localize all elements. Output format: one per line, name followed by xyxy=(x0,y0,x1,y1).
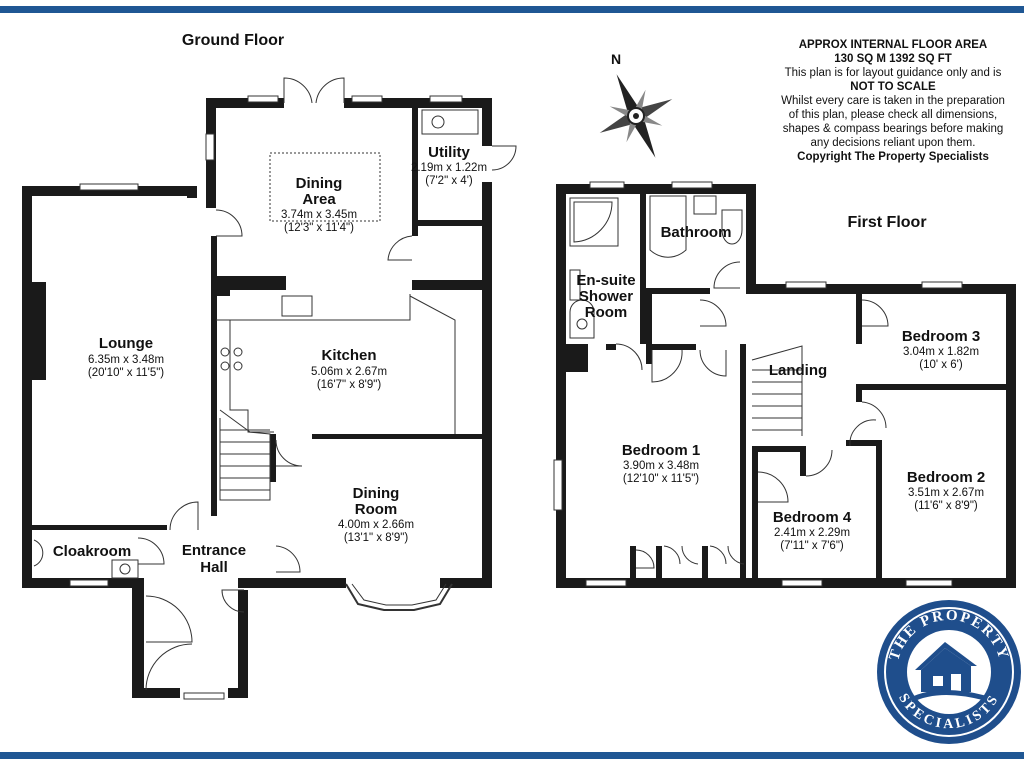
bathroom-label: Bathroom xyxy=(661,224,732,241)
company-logo: THE PROPERTY SPECIALISTS xyxy=(877,600,1021,744)
bottom-border-band xyxy=(0,752,1024,759)
utility-imperial: (7'2" x 4') xyxy=(425,175,473,187)
note-line-3: Whilst every care is taken in the prepar… xyxy=(781,95,1005,107)
utility-label: Utility xyxy=(428,144,470,161)
bedroom2-imperial: (11'6" x 8'9") xyxy=(914,500,978,512)
bedroom1-imperial: (12'10" x 11'5") xyxy=(623,473,699,485)
ensuite-label-1: En-suite xyxy=(576,272,635,289)
lounge-imperial: (20'10" x 11'5") xyxy=(88,367,164,379)
house-icon xyxy=(909,642,986,703)
entrance-hall-label-2: Hall xyxy=(200,559,228,576)
dining-room-imperial: (13'1" x 8'9") xyxy=(344,532,409,544)
entrance-hall-label-1: Entrance xyxy=(182,542,246,559)
dining-area-imperial: (12'3" x 11'4") xyxy=(284,222,354,234)
area-value: 130 SQ M 1392 SQ FT xyxy=(834,53,952,65)
ensuite-label-2: Shower xyxy=(579,288,633,305)
bedroom4-label: Bedroom 4 xyxy=(773,509,852,526)
compass-rose-icon: N xyxy=(599,51,673,158)
lounge-metric: 6.35m x 3.48m xyxy=(88,354,164,366)
top-border-band xyxy=(0,6,1024,13)
note-line-5: shapes & compass bearings before making xyxy=(783,123,1004,135)
note-line-2: NOT TO SCALE xyxy=(850,81,936,93)
cloakroom-label: Cloakroom xyxy=(53,543,131,560)
note-line-1: This plan is for layout guidance only an… xyxy=(785,67,1002,79)
lounge-label: Lounge xyxy=(99,335,153,352)
dining-area-label-2: Area xyxy=(302,191,336,208)
bedroom4-imperial: (7'11" x 7'6") xyxy=(780,540,844,552)
bedroom2-metric: 3.51m x 2.67m xyxy=(908,487,984,499)
dining-room-label-1: Dining xyxy=(353,485,400,502)
dining-area-label-1: Dining xyxy=(296,175,343,192)
note-line-6: any decisions reliant upon them. xyxy=(811,137,976,149)
note-line-4: of this plan, please check all dimension… xyxy=(789,109,997,121)
dining-room-metric: 4.00m x 2.66m xyxy=(338,519,414,531)
bedroom1-label: Bedroom 1 xyxy=(622,442,700,459)
copyright-line: Copyright The Property Specialists xyxy=(797,151,989,163)
bedroom4-metric: 2.41m x 2.29m xyxy=(774,527,850,539)
dining-room-label-2: Room xyxy=(355,501,398,518)
utility-metric: 2.19m x 1.22m xyxy=(411,162,487,174)
ensuite-label-3: Room xyxy=(585,304,628,321)
bedroom3-metric: 3.04m x 1.82m xyxy=(903,346,979,358)
kitchen-label: Kitchen xyxy=(321,347,376,364)
kitchen-imperial: (16'7" x 8'9") xyxy=(317,379,382,391)
bedroom3-imperial: (10' x 6') xyxy=(919,359,963,371)
bedroom1-metric: 3.90m x 3.48m xyxy=(623,460,699,472)
landing-label: Landing xyxy=(769,362,827,379)
floor-area-notes: APPROX INTERNAL FLOOR AREA 130 SQ M 1392… xyxy=(781,39,1005,163)
area-title: APPROX INTERNAL FLOOR AREA xyxy=(799,39,987,51)
bedroom2-label: Bedroom 2 xyxy=(907,469,985,486)
compass-north-label: N xyxy=(611,51,621,67)
dining-area-metric: 3.74m x 3.45m xyxy=(281,209,357,221)
bedroom3-label: Bedroom 3 xyxy=(902,328,980,345)
ground-floor-fixtures xyxy=(33,77,517,700)
kitchen-metric: 5.06m x 2.67m xyxy=(311,366,387,378)
first-floor-fixtures xyxy=(553,181,963,587)
first-floor-title: First Floor xyxy=(847,214,926,231)
ground-floor-title: Ground Floor xyxy=(182,32,284,49)
